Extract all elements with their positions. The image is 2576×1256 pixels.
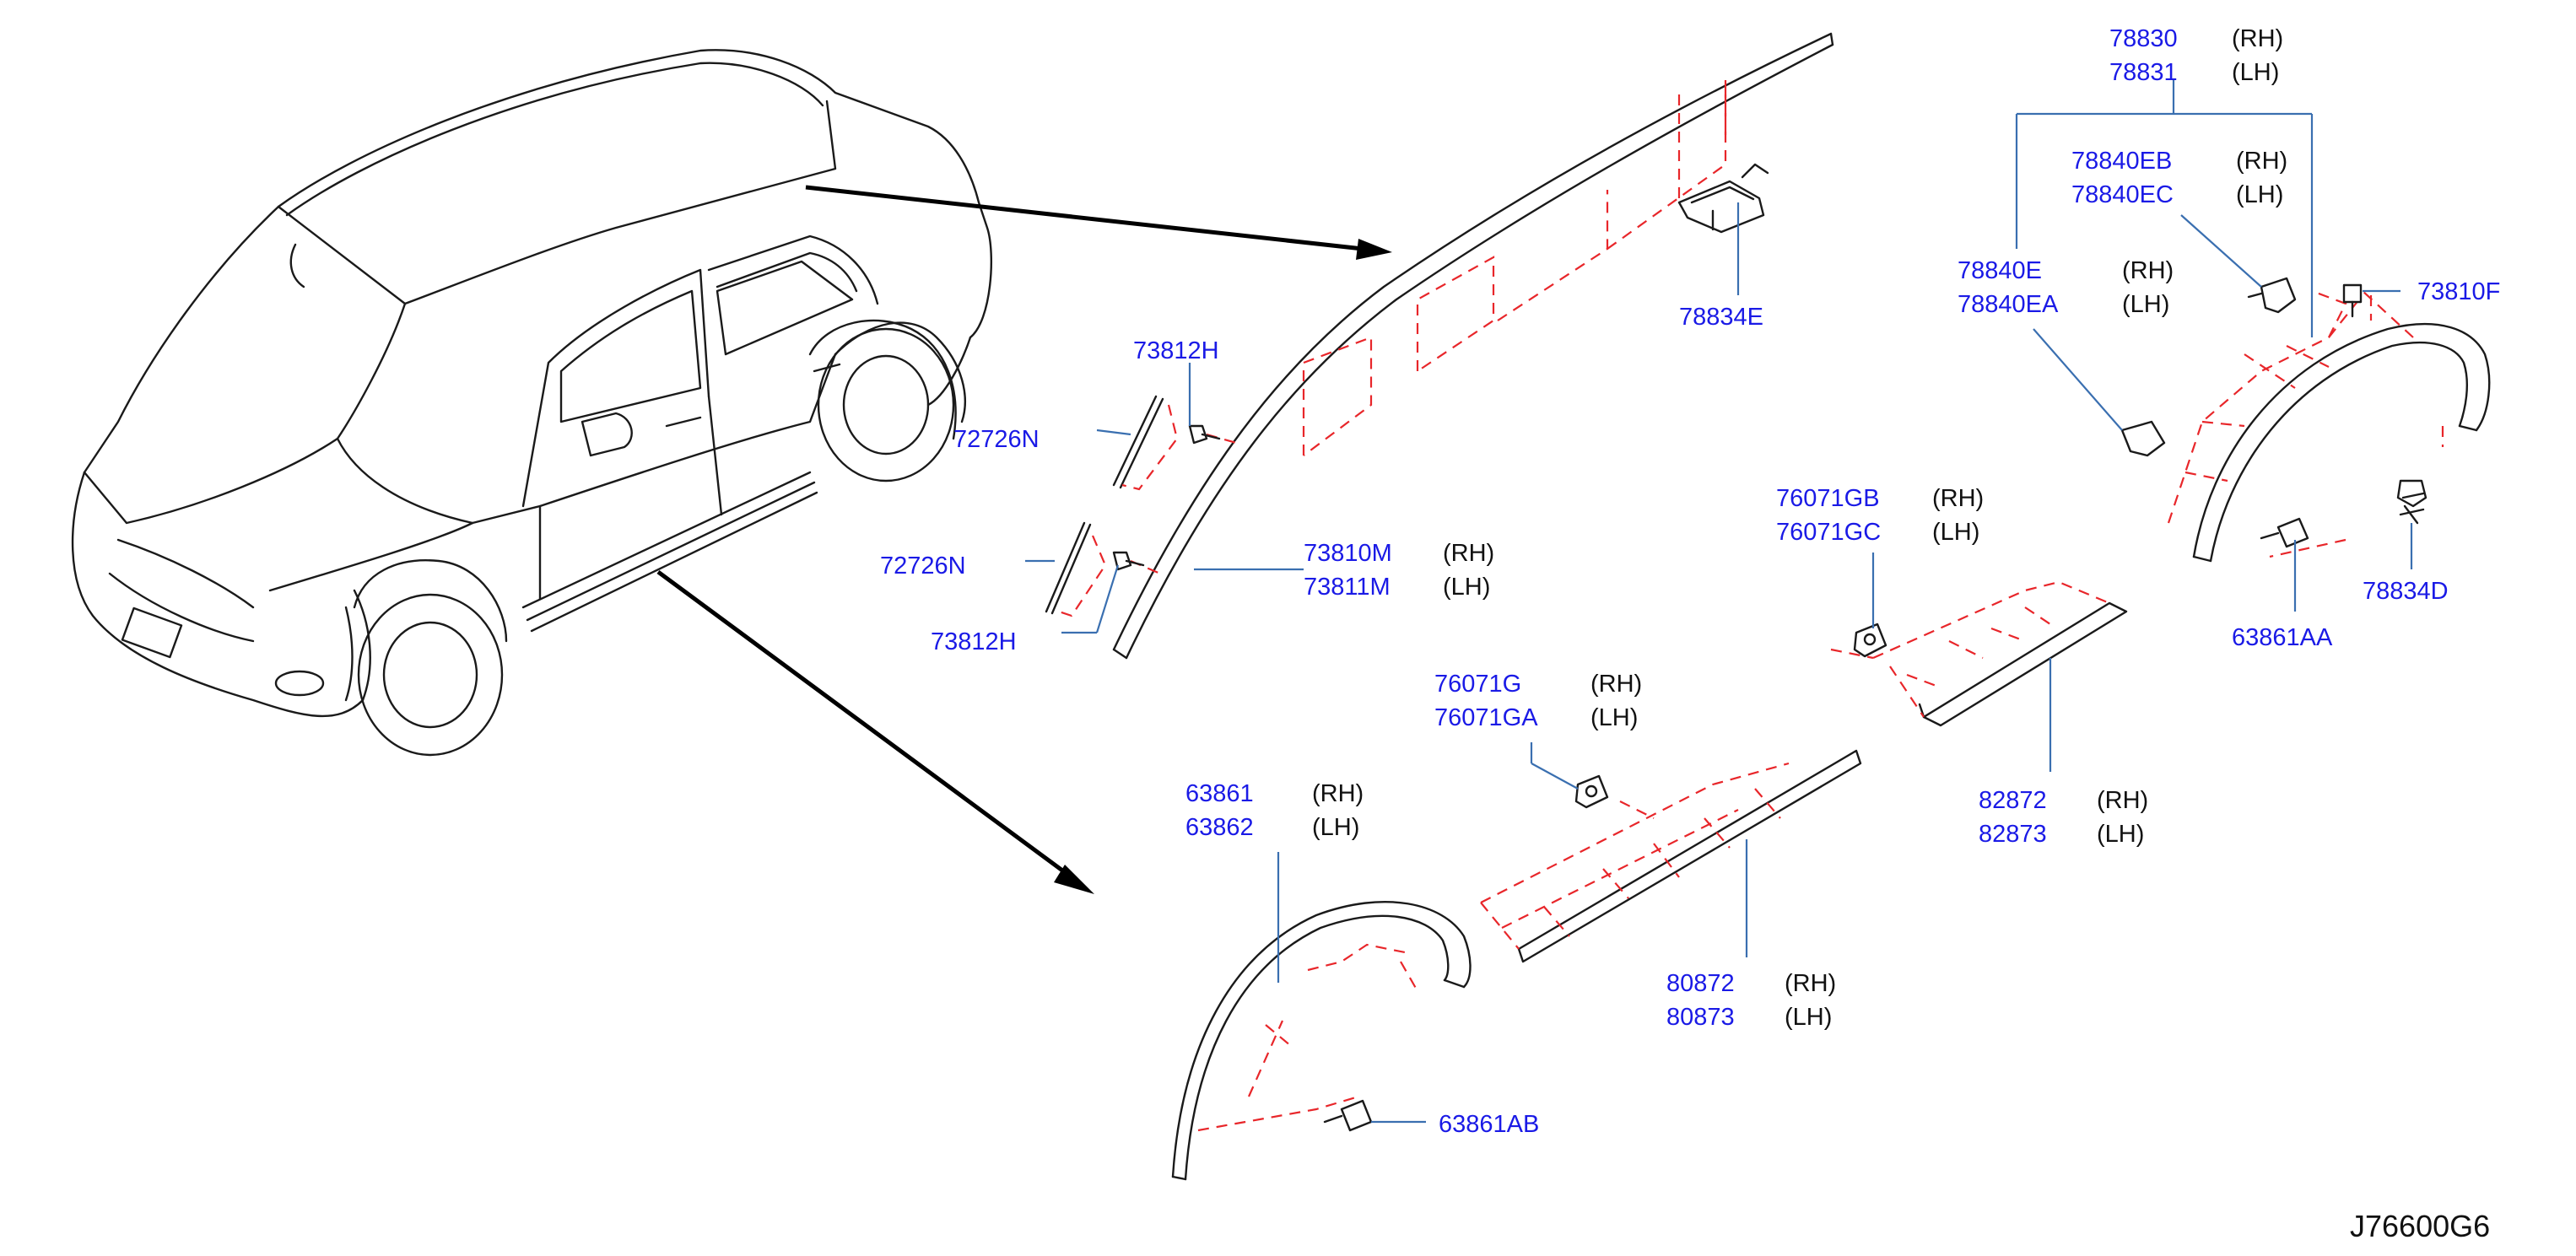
screw-78834d [2396,479,2427,525]
callout-76071ga: 76071GA [1434,704,1538,731]
rear-arch-molding [2192,322,2491,558]
side-rh-78840e: (RH) [2122,257,2174,284]
callout-82872: 82872 [1979,787,2047,814]
clip-73810f [2342,283,2363,318]
callout-73812h-top: 73812H [1133,337,1219,364]
callout-78840eb: 78840EB [2071,148,2172,175]
callout-73810f: 73810F [2417,278,2500,305]
clip-78840eb [2247,277,2297,314]
roof-molding-assembly [1045,32,1834,660]
callout-labels: 78830 (RH) 78831 (LH) 78840EB (RH) 78840… [880,25,2500,1243]
arrow-to-roof-molding [805,185,1364,251]
callout-78830: 78830 [2109,25,2178,52]
arrow-to-side-sill [656,569,1073,880]
side-rh-78830: (RH) [2232,25,2283,52]
callout-78834e: 78834E [1679,304,1763,331]
rear-sill-molding [1922,601,2128,727]
side-lh-78831: (LH) [2232,59,2279,86]
side-lh-78840ec: (LH) [2236,181,2283,208]
clip-72726n-top [1112,395,1164,489]
front-wheel-arch-assembly [1171,901,1472,1181]
vehicle-illustration [71,49,993,757]
side-rh-82872: (RH) [2097,787,2148,814]
side-lh-82873: (LH) [2097,821,2144,848]
callout-73812h-bottom: 73812H [931,628,1017,655]
clip-76071gb [1853,623,1887,658]
callout-78834d: 78834D [2363,578,2449,605]
callout-78840ea: 78840EA [1958,291,2059,318]
front-wheel [357,593,504,757]
front-sill-molding-assembly [1480,749,1862,963]
clip-72726n-bottom [1045,521,1092,615]
front-sill-molding [1517,749,1862,963]
roof-drip-molding [1112,32,1833,651]
callout-73811m: 73811M [1304,574,1391,601]
clip-78834e [1677,163,1769,234]
rear-wheel [817,327,955,482]
side-rh-76071g: (RH) [1590,671,1642,698]
front-arch-molding [1171,901,1472,1178]
callout-78840ec: 78840EC [2071,181,2174,208]
diagram-reference-code: J76600G6 [2350,1209,2490,1243]
side-rh-78840eb: (RH) [2236,148,2287,175]
callout-80872: 80872 [1666,970,1735,997]
callout-72726n-top: 72726N [953,426,1040,453]
side-lh-78840ea: (LH) [2122,291,2169,318]
callout-63861: 63861 [1185,780,1254,807]
side-lh-76071gc: (LH) [1932,519,1979,546]
arrow-head-sill [1054,865,1094,894]
callout-76071g: 76071G [1434,671,1521,698]
callout-80873: 80873 [1666,1004,1735,1031]
side-rh-76071gb: (RH) [1932,485,1984,512]
side-lh-80873: (LH) [1785,1004,1832,1031]
callout-arrows [656,185,1392,894]
callout-63861ab: 63861AB [1439,1111,1539,1138]
side-rh-73810m: (RH) [1443,540,1494,567]
callout-72726n-bottom: 72726N [880,553,966,579]
side-lh-63862: (LH) [1312,814,1359,841]
arrow-head-roof [1356,239,1392,260]
callout-73810m: 73810M [1304,540,1392,567]
leader-lines [1025,80,2413,1124]
license-plate [121,606,183,659]
clip-78840e [2120,420,2166,457]
callout-76071gc: 76071GC [1776,519,1881,546]
rear-wheel-arch-assembly [2120,277,2491,563]
side-lh-76071ga: (LH) [1590,704,1638,731]
callout-63862: 63862 [1185,814,1254,841]
callout-76071gb: 76071GB [1776,485,1880,512]
callout-78840e: 78840E [1958,257,2042,284]
callout-63861aa: 63861AA [2232,624,2333,651]
side-rh-63861: (RH) [1312,780,1364,807]
side-rh-80872: (RH) [1785,970,1836,997]
clip-76071g [1574,774,1609,809]
callout-82873: 82873 [1979,821,2047,848]
pin-73812h-top [1188,424,1221,445]
callout-78831: 78831 [2109,59,2178,86]
clip-63861aa [2260,517,2309,548]
side-lh-73811m: (LH) [1443,574,1490,601]
rear-sill-molding-assembly [1830,580,2128,727]
